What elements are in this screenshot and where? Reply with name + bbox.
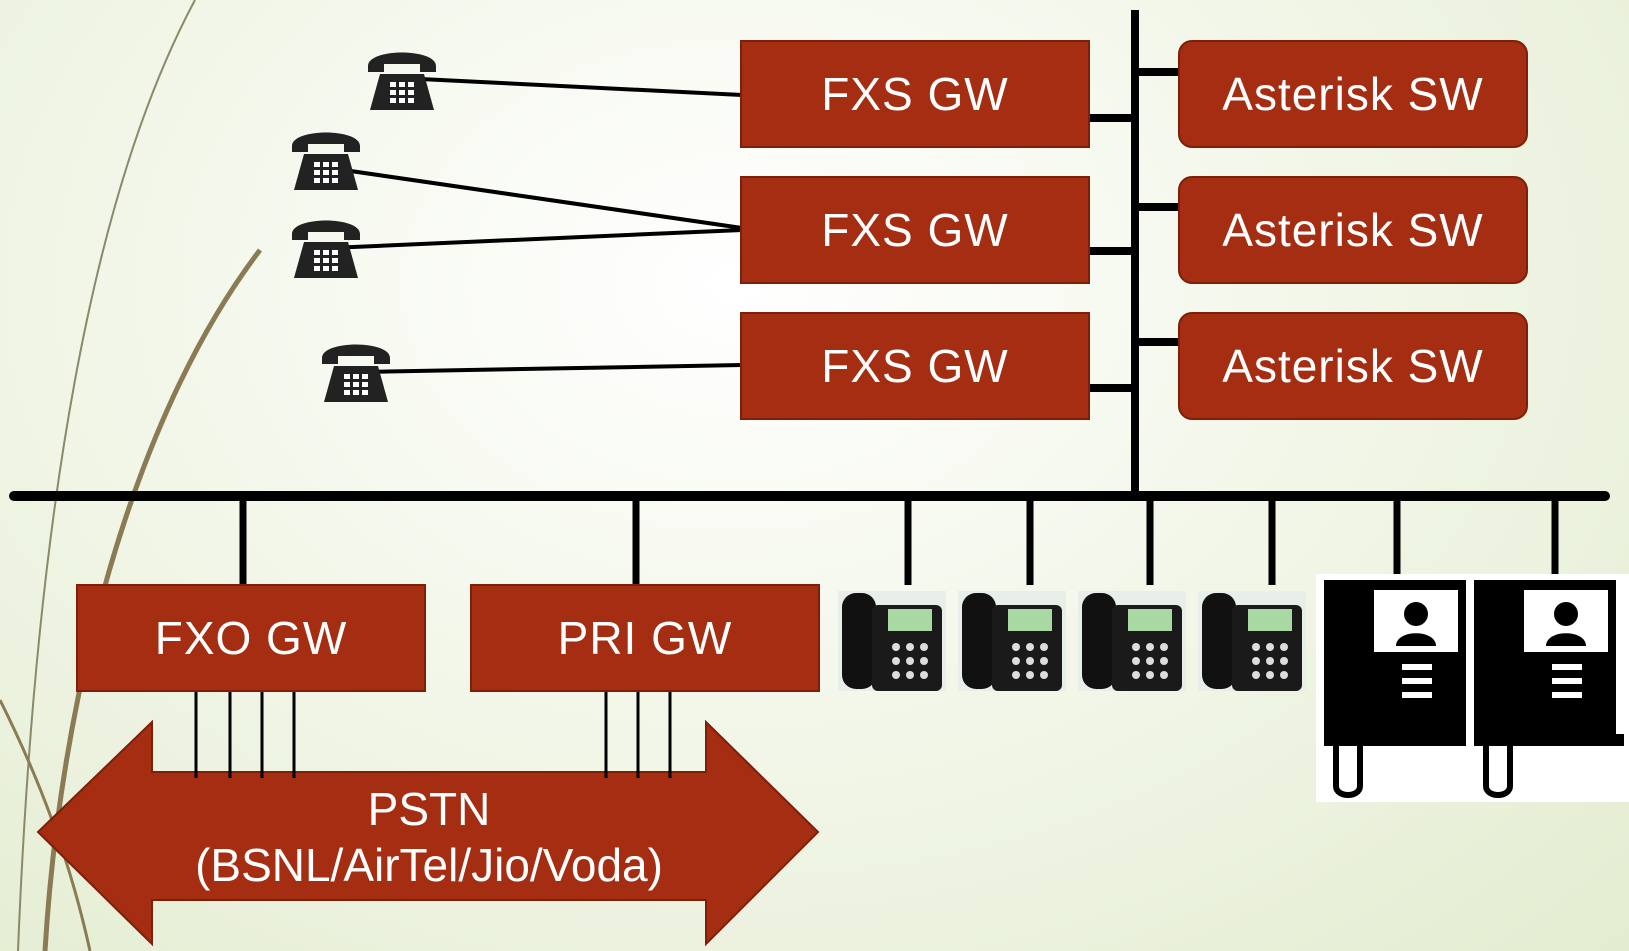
- pri-trunk-lines: [604, 690, 672, 778]
- video-phone-panel: [1316, 574, 1629, 802]
- phone-wire: [399, 76, 743, 97]
- pstn-arrow: [36, 719, 820, 947]
- fxs-gateway-box: FXS GW: [740, 40, 1090, 148]
- pstn-label: PSTN (BSNL/AirTel/Jio/Voda): [152, 781, 706, 893]
- fxs-gateway-label: FXS GW: [821, 68, 1009, 120]
- pri-gateway-box: PRI GW: [470, 584, 820, 692]
- fxo-gateway-box: FXO GW: [76, 584, 426, 692]
- analog-phone-icon: [292, 220, 360, 278]
- asterisk-server-box: Asterisk SW: [1178, 176, 1528, 284]
- phone-wire: [359, 363, 743, 374]
- ip-phone-icon: [1078, 591, 1186, 691]
- fxs-gateway-box: FXS GW: [740, 176, 1090, 284]
- pstn-providers: (BSNL/AirTel/Jio/Voda): [195, 839, 663, 891]
- video-phone-icon: [1324, 580, 1466, 798]
- asterisk-server-box: Asterisk SW: [1178, 40, 1528, 148]
- ip-phone-icon: [1198, 591, 1306, 691]
- fxo-gateway-label: FXO GW: [154, 612, 348, 664]
- ip-phone-icon: [838, 591, 946, 691]
- analog-phone-icon: [322, 344, 390, 402]
- phone-wire: [329, 166, 743, 230]
- video-phone-icon: [1474, 580, 1624, 798]
- analog-phone-icon: [368, 52, 436, 110]
- ip-phone-icon: [958, 591, 1066, 691]
- fxs-gateway-label: FXS GW: [821, 340, 1009, 392]
- fxs-gateway-box: FXS GW: [740, 312, 1090, 420]
- asterisk-server-box: Asterisk SW: [1178, 312, 1528, 420]
- phone-wire: [329, 228, 743, 250]
- decorative-curve: [17, 0, 196, 951]
- analog-phone-icon: [292, 132, 360, 190]
- fxo-trunk-lines: [194, 690, 296, 778]
- asterisk-server-label: Asterisk SW: [1222, 68, 1484, 120]
- pri-gateway-label: PRI GW: [557, 612, 733, 664]
- asterisk-server-label: Asterisk SW: [1222, 204, 1484, 256]
- fxs-gateway-label: FXS GW: [821, 204, 1009, 256]
- pstn-title: PSTN: [367, 783, 491, 835]
- asterisk-server-label: Asterisk SW: [1222, 340, 1484, 392]
